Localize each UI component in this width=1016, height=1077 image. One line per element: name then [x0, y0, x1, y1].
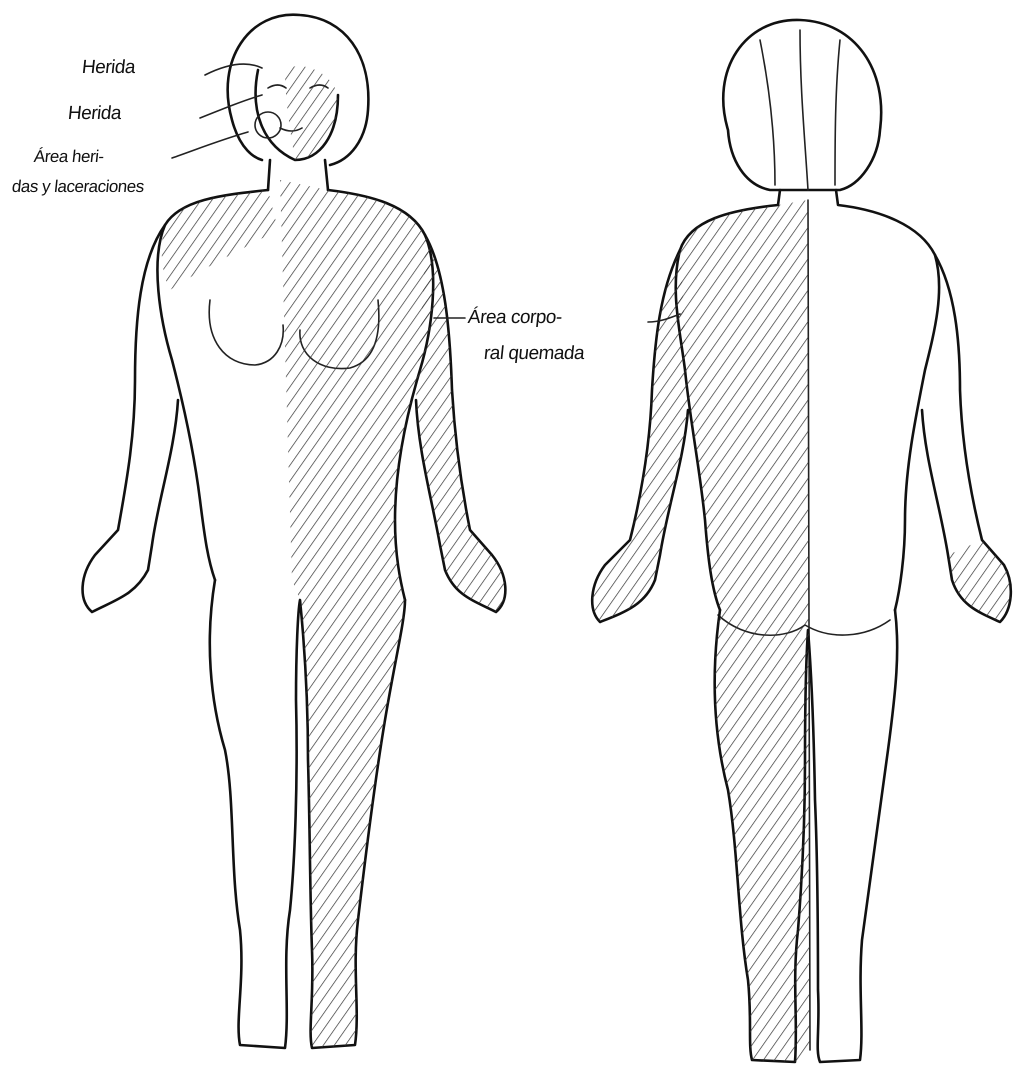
label-burn-line2: ral quemada	[483, 344, 585, 363]
front-left-arm	[83, 225, 178, 612]
label-wound-1: Herida	[81, 58, 136, 77]
front-body-figure	[83, 15, 506, 1048]
label-wound-2: Herida	[67, 104, 122, 123]
front-face-mark	[255, 112, 281, 138]
front-burn-hatch	[280, 180, 433, 1048]
front-face-hatch	[285, 66, 338, 160]
leader-wound-1	[205, 64, 262, 75]
front-arm-hatch	[416, 235, 505, 612]
back-hair-strands	[760, 30, 840, 190]
back-right-hand-hatch	[948, 540, 1011, 622]
front-upper-left-hatch	[162, 190, 278, 290]
label-lacerations-line1: Área heri-	[33, 148, 104, 165]
label-burn-line1: Área corpo-	[467, 308, 563, 327]
back-arm-hatch	[592, 250, 688, 622]
back-burn-hatch	[676, 200, 810, 1062]
leader-lacerations	[172, 132, 248, 158]
back-body-figure	[592, 20, 1011, 1062]
label-lacerations-line2: das y laceraciones	[11, 178, 145, 195]
